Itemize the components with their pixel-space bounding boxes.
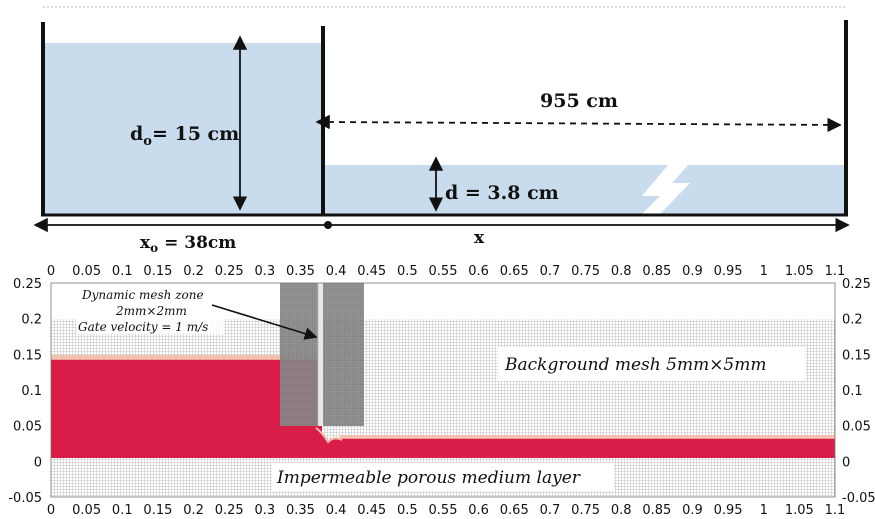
x-tick-top: 0.45 [357, 264, 386, 279]
reservoir-water-sim [51, 359, 322, 458]
x-tick-top: 0.9 [682, 264, 703, 279]
x-tick-bottom: 0.45 [357, 503, 386, 518]
tank-schematic: do= 15 cm 955 cm d = 3.8 cm xo = 38cm x [33, 6, 850, 255]
y-tick-right: 0.1 [842, 384, 863, 399]
x-tick-bottom: 0.75 [571, 503, 600, 518]
y-tick-right: 0.05 [842, 420, 871, 435]
x-tick-top: 1 [760, 264, 768, 279]
downstream-free-surface [340, 435, 835, 439]
annotation-box [76, 286, 224, 334]
x-tick-bottom: 0.55 [429, 503, 458, 518]
x-ticks-bottom: 0 0.05 0.1 0.15 0.2 0.25 0.3 0.35 0.4 0.45 0.5 0.55… [47, 503, 845, 518]
x-tick-bottom: 0.1 [112, 503, 133, 518]
x-tick-bottom: 0.25 [215, 503, 244, 518]
downstream-water [324, 165, 845, 214]
x-tick-bottom: 1.1 [825, 503, 846, 518]
d0-label: do= 15 cm [130, 123, 239, 149]
x-tick-bottom: 0.35 [286, 503, 315, 518]
reservoir-free-surface [51, 355, 322, 360]
x-tick-top: 0.95 [714, 264, 743, 279]
x0-label: xo = 38cm [140, 233, 236, 255]
y-tick-left: 0.15 [13, 348, 42, 363]
reservoir-water [44, 43, 322, 214]
length-label: 955 cm [540, 90, 618, 112]
y-tick-right: 0 [842, 455, 850, 470]
x-tick-top: 0.6 [468, 264, 489, 279]
x-tick-top: 0.5 [397, 264, 418, 279]
x-tick-top: 0.2 [183, 264, 204, 279]
x-tick-bottom: 0.15 [143, 503, 172, 518]
x-tick-bottom: 0.6 [468, 503, 489, 518]
x-tick-bottom: 1 [760, 503, 768, 518]
x-tick-top: 1.1 [825, 264, 846, 279]
simulation-domain: Dynamic mesh zone 2mm×2mm Gate velocity … [8, 264, 875, 518]
x-tick-bottom: 0.7 [540, 503, 561, 518]
gate-plate [318, 283, 323, 426]
x-ticks-top: 0 0.05 0.1 0.15 0.2 0.25 0.3 0.35 0.4 0.45 0.5 0.55… [47, 264, 845, 279]
x-tick-top: 0.3 [254, 264, 275, 279]
y-tick-right: 0.15 [842, 348, 871, 363]
x-tick-top: 0.7 [540, 264, 561, 279]
y-tick-right: -0.05 [842, 491, 875, 506]
x-tick-top: 0.8 [611, 264, 632, 279]
x-tick-bottom: 1.05 [785, 503, 814, 518]
x-tick-bottom: 0.9 [682, 503, 703, 518]
y-tick-left: 0 [34, 455, 42, 470]
x-label: x [474, 228, 485, 248]
x-tick-top: 0.35 [286, 264, 315, 279]
x-tick-top: 0.15 [143, 264, 172, 279]
gate-splash-surface [315, 427, 343, 444]
background-mesh-label: Background mesh 5mm×5mm [504, 355, 767, 375]
y-ticks-right: 0.25 0.2 0.15 0.1 0.05 0 -0.05 [842, 277, 875, 506]
y-tick-right: 0.25 [842, 277, 871, 292]
d-label: d = 3.8 cm [445, 182, 559, 204]
downstream-water-sim [340, 438, 835, 458]
x-tick-top: 0.4 [326, 264, 347, 279]
x-tick-bottom: 0.5 [397, 503, 418, 518]
y-tick-left: 0.1 [21, 384, 42, 399]
y-tick-right: 0.2 [842, 313, 863, 328]
break-symbol [642, 165, 690, 214]
plot-frame [50, 282, 836, 498]
y-tick-left: 0.2 [21, 313, 42, 328]
origin-dot [324, 221, 332, 229]
background-mesh-label-box [498, 347, 805, 381]
x-tick-top: 0.55 [429, 264, 458, 279]
x-tick-top: 0.25 [215, 264, 244, 279]
x-tick-top: 0.65 [500, 264, 529, 279]
y-tick-left: -0.05 [8, 491, 42, 506]
x-tick-bottom: 0 [47, 503, 55, 518]
x-tick-top: 0.05 [72, 264, 101, 279]
x-tick-bottom: 0.4 [326, 503, 347, 518]
x-tick-bottom: 0.95 [714, 503, 743, 518]
porous-label-box [272, 463, 614, 491]
x-tick-bottom: 0.2 [183, 503, 204, 518]
x-tick-bottom: 0.3 [254, 503, 275, 518]
x-tick-top: 0.85 [642, 264, 671, 279]
annotation-dynamic-line2: 2mm×2mm [115, 304, 187, 318]
y-ticks-left: 0.25 0.2 0.15 0.1 0.05 0 -0.05 [8, 277, 42, 506]
x-tick-top: 0 [47, 264, 55, 279]
y-tick-left: 0.25 [13, 277, 42, 292]
annotation-gate: Gate velocity = 1 m/s [78, 320, 208, 334]
x-tick-bottom: 0.05 [72, 503, 101, 518]
x-tick-top: 0.1 [112, 264, 133, 279]
x-tick-bottom: 0.85 [642, 503, 671, 518]
length-arrow [315, 114, 842, 133]
porous-label: Impermeable porous medium layer [276, 468, 581, 488]
annotation-arrow [211, 304, 318, 340]
x-tick-top: 0.75 [571, 264, 600, 279]
annotation-dynamic-line1: Dynamic mesh zone [81, 288, 204, 302]
y-tick-left: 0.05 [13, 420, 42, 435]
x-tick-bottom: 0.8 [611, 503, 632, 518]
x-tick-top: 1.05 [785, 264, 814, 279]
x-tick-bottom: 0.65 [500, 503, 529, 518]
